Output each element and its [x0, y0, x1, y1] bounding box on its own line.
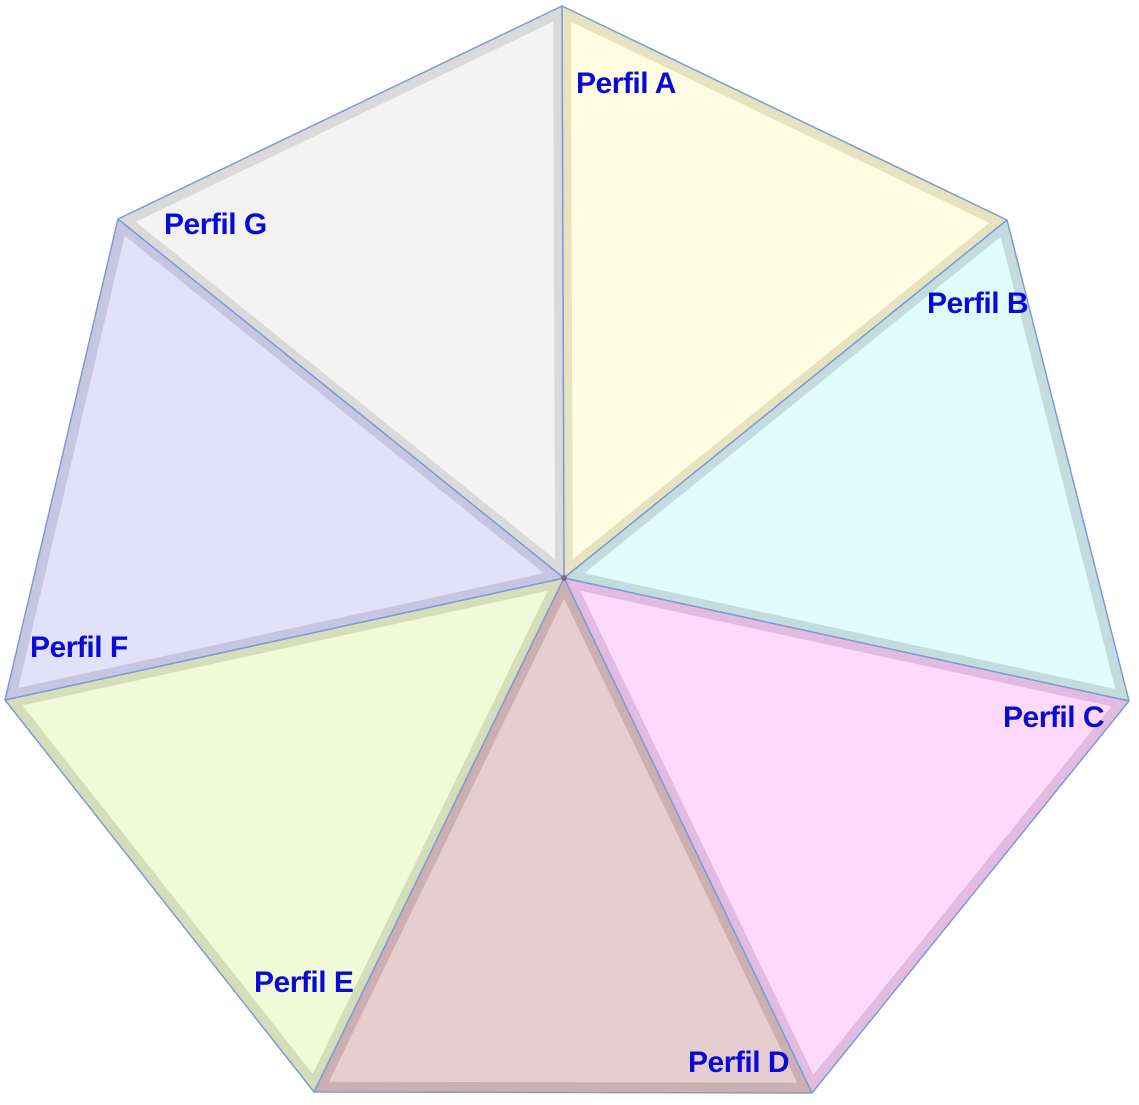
segment-b	[563, 219, 1130, 702]
segment-a-face	[570, 21, 990, 560]
segment-d-face	[329, 598, 798, 1083]
center-point	[561, 575, 567, 581]
segment-g-outline	[117, 5, 565, 579]
segment-label-a: Perfil A	[576, 67, 676, 100]
segment-label-f: Perfil F	[30, 631, 128, 664]
segments-layer	[4, 5, 1130, 1094]
segment-f-face	[18, 235, 544, 688]
segment-c-face	[580, 590, 1112, 1075]
segment-e-face	[22, 590, 548, 1074]
segment-b-face	[584, 236, 1116, 689]
segment-label-c: Perfil C	[1003, 701, 1104, 734]
segment-g	[117, 5, 565, 579]
segment-label-g: Perfil G	[164, 208, 267, 241]
segment-g-face	[135, 21, 556, 560]
segment-label-d: Perfil D	[688, 1046, 789, 1079]
segment-label-e: Perfil E	[254, 966, 353, 999]
segment-f	[4, 218, 565, 701]
segment-label-b: Perfil B	[927, 287, 1028, 320]
labels-layer: Perfil A Perfil B Perfil C Perfil D Perf…	[30, 67, 1105, 1079]
